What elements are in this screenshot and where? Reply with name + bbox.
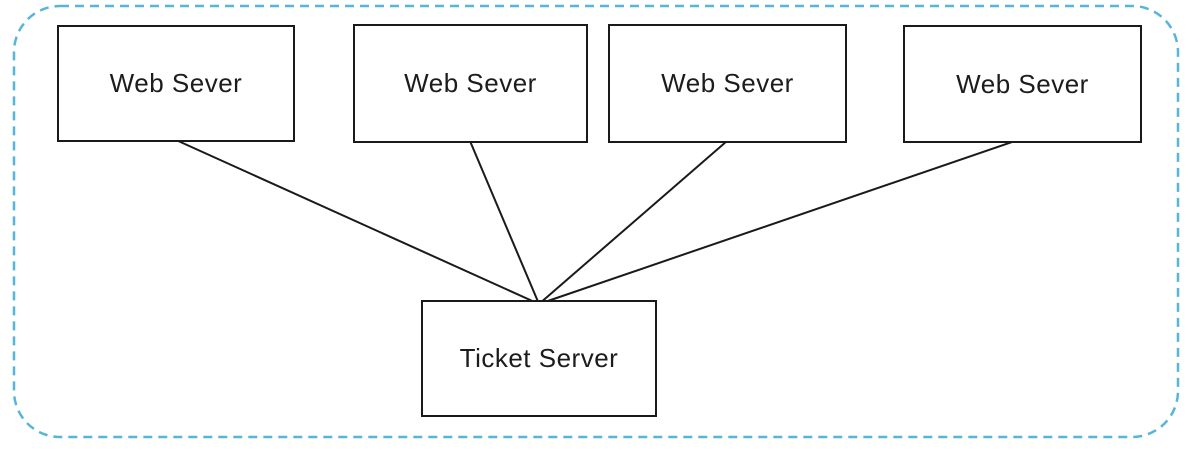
node-ticket-server-label: Ticket Server (459, 343, 619, 373)
node-web-server-1-label: Web Sever (109, 68, 243, 98)
node-web-server-1: Web Sever (57, 25, 295, 142)
node-ticket-server: Ticket Server (421, 300, 657, 417)
node-web-server-2: Web Sever (353, 24, 588, 143)
connector-line-web1-ticket (175, 139, 540, 305)
connector-line-web3-ticket (538, 140, 728, 305)
connector-line-web2-ticket (469, 140, 540, 305)
node-web-server-3-label: Web Sever (661, 68, 794, 98)
connector-line-web4-ticket (538, 139, 1019, 305)
node-web-server-4-label: Web Sever (956, 68, 1089, 99)
node-web-server-4: Web Sever (903, 25, 1142, 143)
boundary-dashed-border (12, 4, 1180, 439)
node-web-server-3: Web Sever (608, 24, 847, 143)
node-web-server-2-label: Web Sever (404, 68, 537, 98)
